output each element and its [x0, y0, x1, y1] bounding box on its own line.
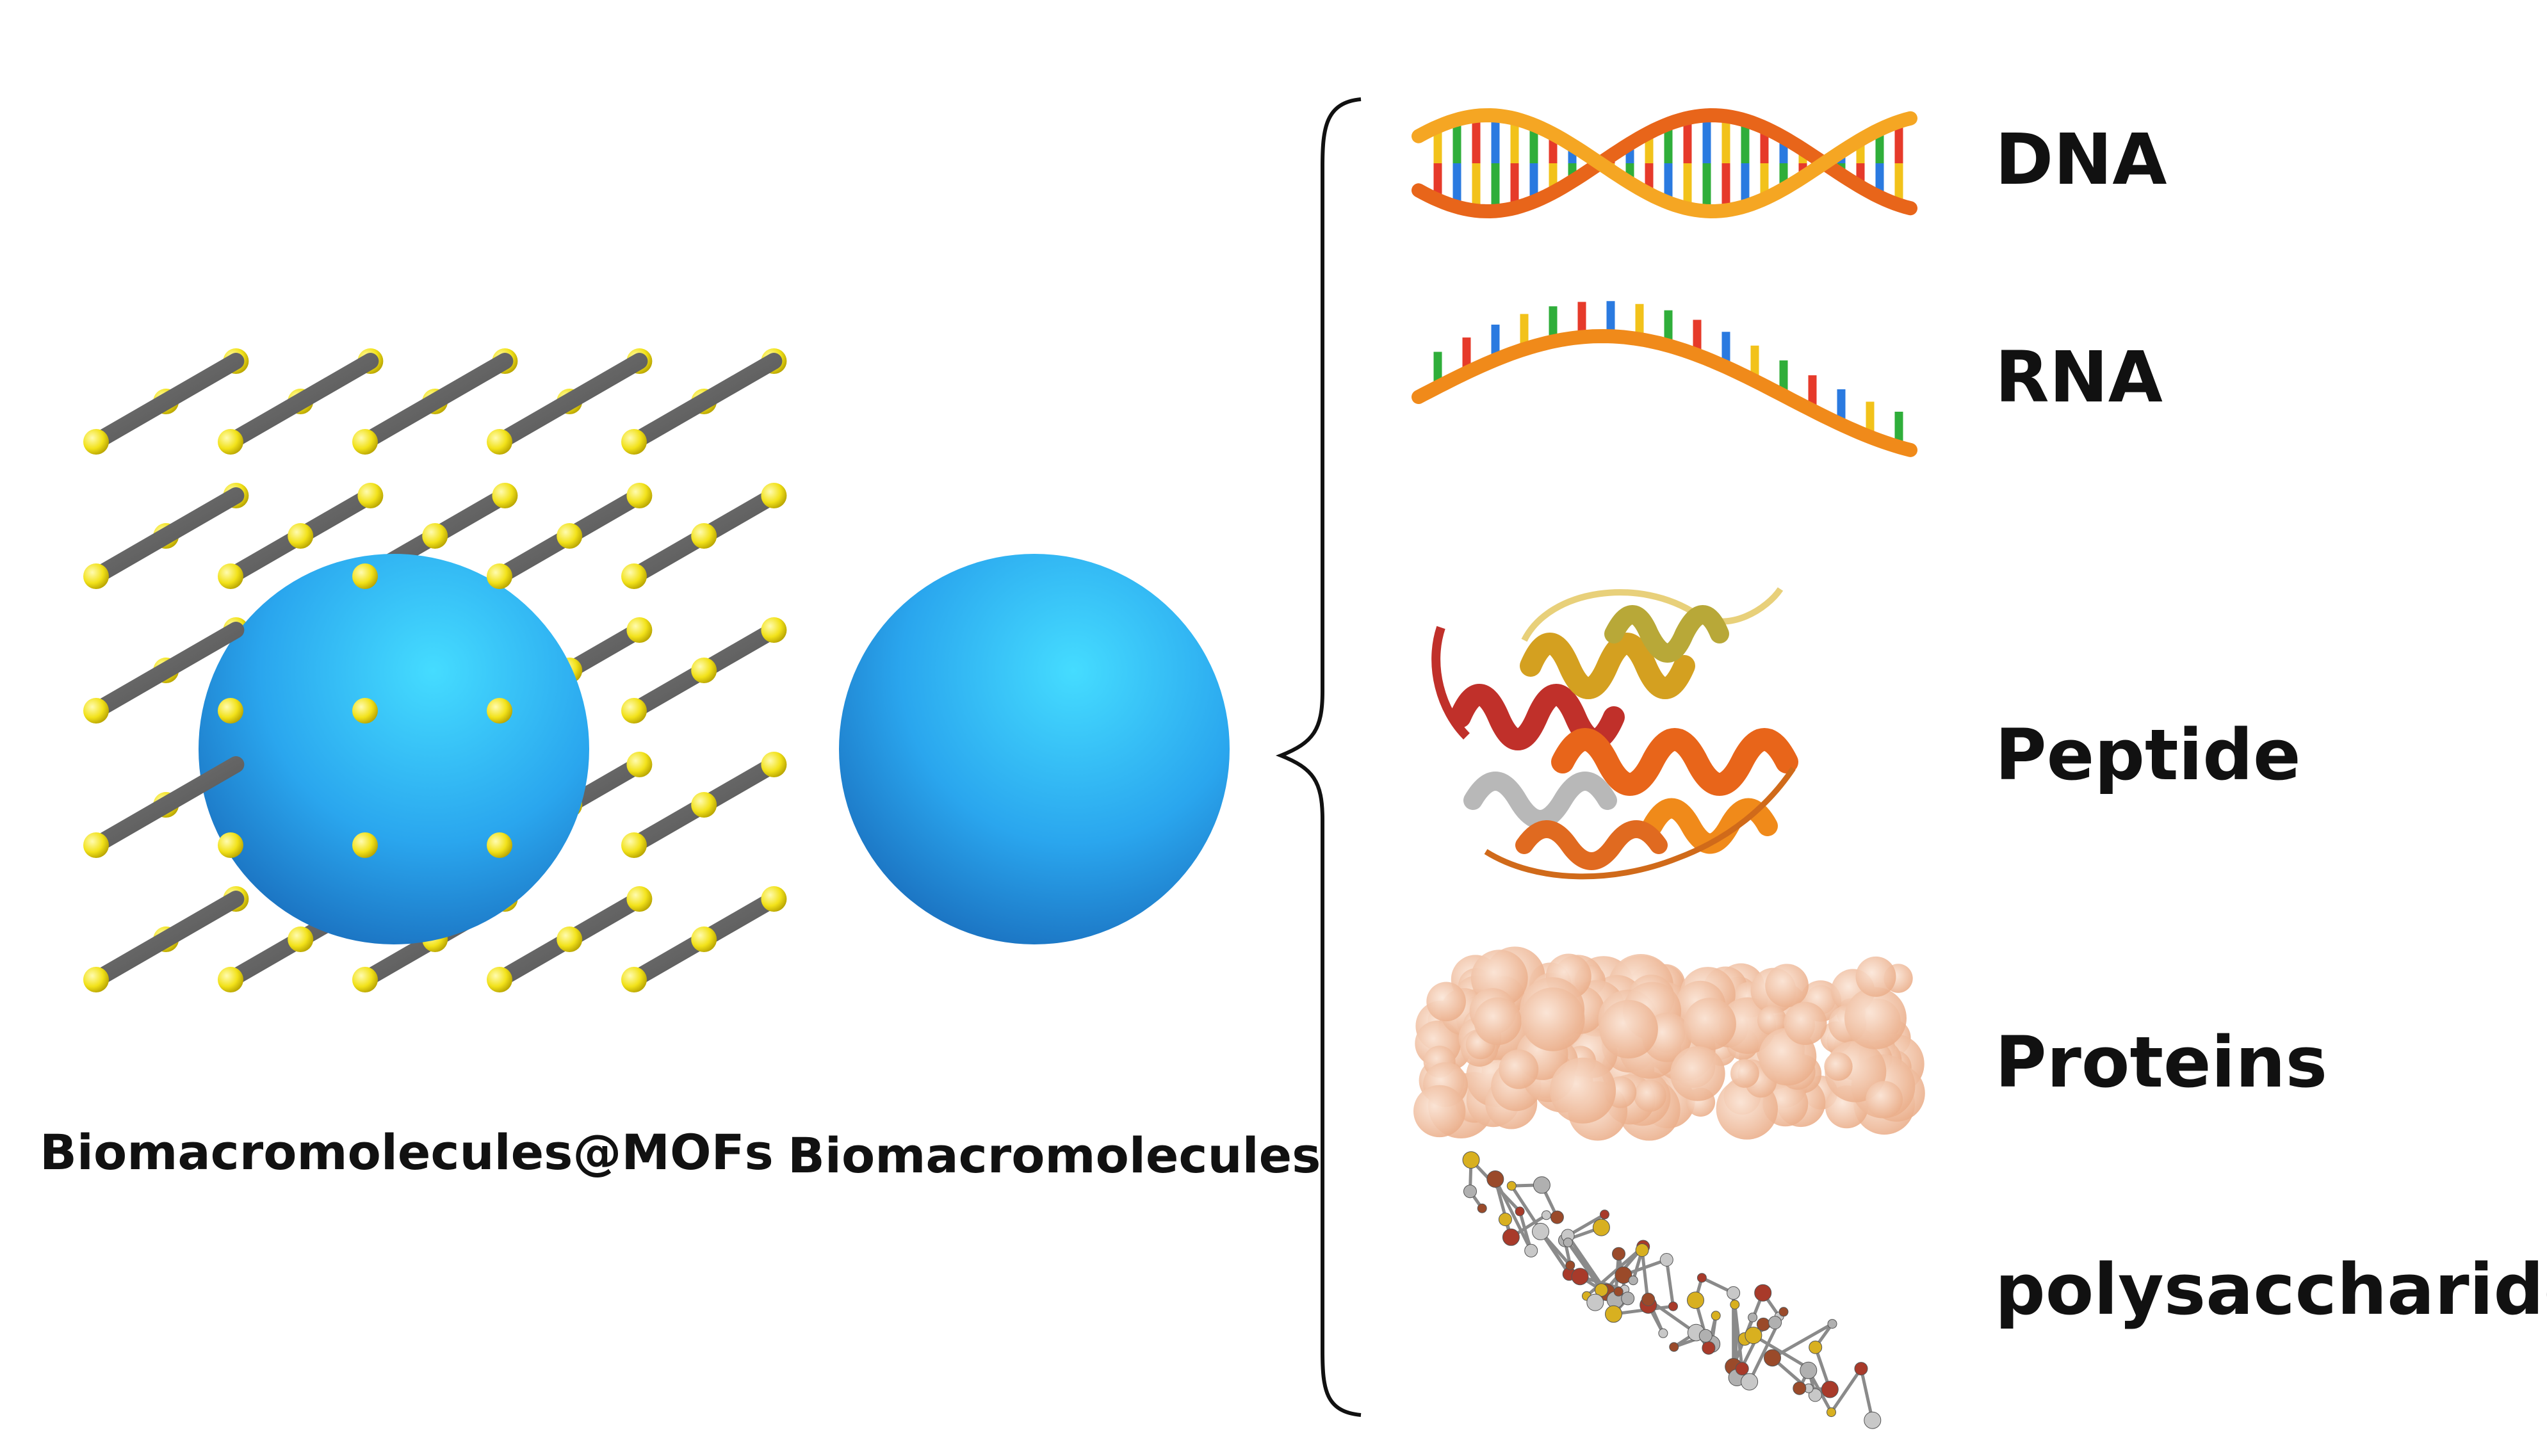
biomolecule-sphere	[839, 554, 1230, 944]
category-label-polysaccharides: polysaccharides	[1995, 1249, 2547, 1331]
polysaccharide-molecule-icon	[1463, 1152, 1881, 1429]
category-label-dna: DNA	[1995, 118, 2167, 200]
biomolecule-caption: Biomacromolecules	[788, 1127, 1321, 1184]
mof-cage-with-biomolecule	[83, 348, 786, 992]
dna-double-helix-icon	[1419, 115, 1910, 211]
rna-single-strand-icon	[1419, 301, 1910, 450]
category-label-rna: RNA	[1995, 336, 2163, 418]
peptide-ribbon-icon	[1436, 589, 1793, 877]
curly-brace	[1281, 99, 1361, 1415]
category-label-proteins: Proteins	[1995, 1021, 2327, 1103]
protein-surface-icon	[1413, 946, 1925, 1140]
mof-caption: Biomacromolecules@MOFs	[40, 1124, 774, 1181]
category-label-peptide: Peptide	[1995, 714, 2301, 796]
encapsulated-biomolecule-sphere	[199, 554, 589, 944]
